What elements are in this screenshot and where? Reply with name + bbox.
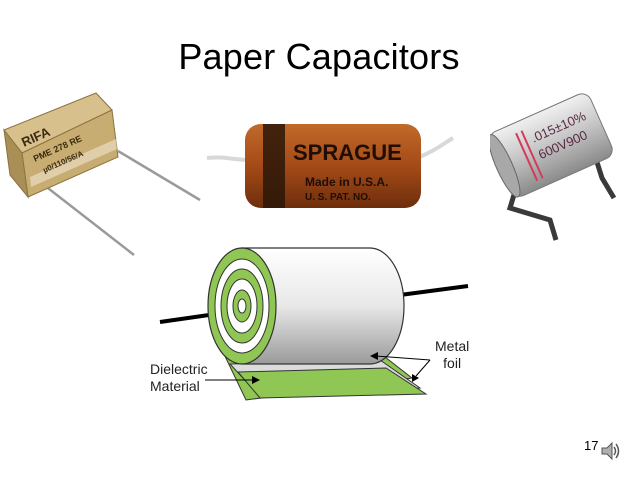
rifa-capacitor-image: RIFA PME 278 RE µ0/110/56/A xyxy=(3,92,201,256)
slide-number: 17 xyxy=(584,438,599,453)
metal-foil-label-line1: Metal xyxy=(435,338,470,354)
dielectric-label: Dielectric Material xyxy=(150,361,208,395)
metal-foil-label-line2: foil xyxy=(443,355,462,371)
sprague-capacitor-image: SPRAGUE Made in U.S.A. U. S. PAT. NO. xyxy=(206,124,455,208)
capacitor-construction-diagram xyxy=(159,247,469,401)
slide-title: Paper Capacitors xyxy=(178,36,460,77)
dielectric-label-line2: Material xyxy=(150,378,200,394)
speaker-icon[interactable] xyxy=(600,440,622,462)
sprague-brand: SPRAGUE xyxy=(293,140,402,165)
sprague-patent: U. S. PAT. NO. xyxy=(305,192,371,203)
silver-capacitor-image: .015±10% 600V900 xyxy=(490,93,617,241)
metal-foil-label: Metal foil xyxy=(435,338,469,372)
sprague-made-in: Made in U.S.A. xyxy=(305,175,388,189)
dielectric-label-line1: Dielectric xyxy=(150,361,208,377)
